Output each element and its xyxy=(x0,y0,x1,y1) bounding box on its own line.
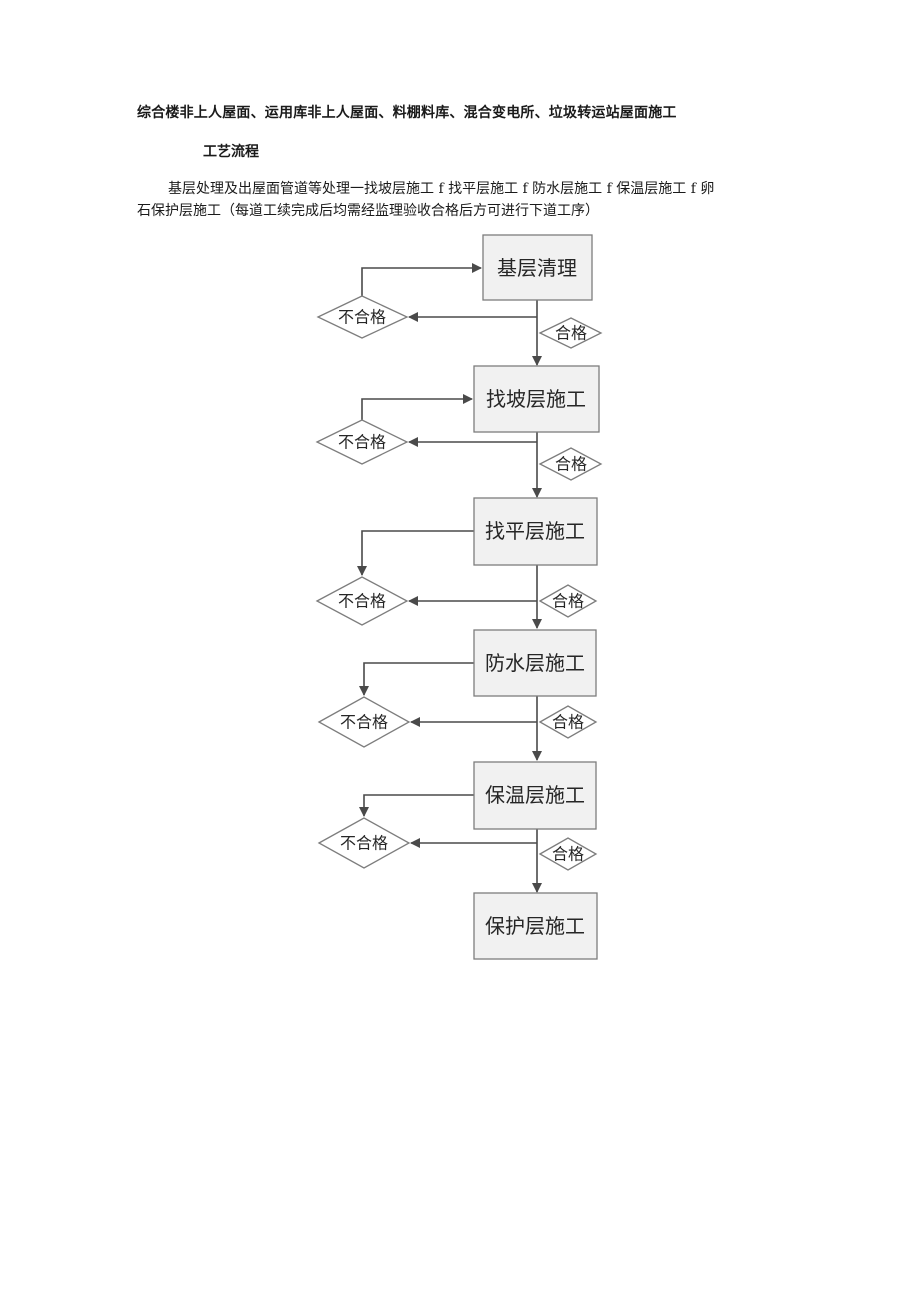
fail-branch-arrow-3a xyxy=(357,530,474,576)
fail-label: 不合格 xyxy=(340,713,388,732)
process-description-line-2: 石保护层施工（每道工续完成后均需经监理验收合格后方可进行下道工序） xyxy=(137,203,599,219)
fail-label: 不合格 xyxy=(338,433,386,452)
process-step-label: 找坡层施工 xyxy=(486,387,586,411)
process-step-3: 找平层施工 xyxy=(473,497,598,566)
flow-connectors xyxy=(357,263,542,893)
process-step-2: 找坡层施工 xyxy=(473,365,600,433)
pass-label: 合格 xyxy=(552,713,584,732)
fail-decision-3: 不合格 xyxy=(315,576,409,626)
process-step-4: 防水层施工 xyxy=(473,629,597,697)
fail-branch-arrow-5a xyxy=(359,794,474,817)
fail-label: 不合格 xyxy=(338,308,386,327)
fail-decision-2: 不合格 xyxy=(315,419,409,465)
process-step-label: 保护层施工 xyxy=(485,914,585,938)
fail-return-arrow-1 xyxy=(361,263,482,296)
fail-decision-5: 不合格 xyxy=(317,817,411,869)
pass-decision-3: 合格 xyxy=(538,584,598,618)
process-step-label: 找平层施工 xyxy=(485,519,585,543)
fail-label: 不合格 xyxy=(340,834,388,853)
section-title: 工艺流程 xyxy=(203,144,259,160)
process-step-label: 基层清理 xyxy=(497,256,577,280)
pass-decision-1: 合格 xyxy=(538,317,603,349)
pass-label: 合格 xyxy=(552,592,584,611)
pass-label: 合格 xyxy=(552,845,584,864)
process-description-line-1: 基层处理及出屋面管道等处理一找坡层施工 f 找平层施工 f 防水层施工 f 保温… xyxy=(168,181,715,197)
fail-branch-arrow-4a xyxy=(359,662,474,696)
process-step-label: 保温层施工 xyxy=(485,783,585,807)
pass-decision-2: 合格 xyxy=(538,447,603,481)
pass-decision-5: 合格 xyxy=(538,837,598,871)
process-step-6: 保护层施工 xyxy=(473,892,598,960)
process-step-1: 基层清理 xyxy=(482,234,593,301)
pass-decision-4: 合格 xyxy=(538,705,598,739)
fail-decision-4: 不合格 xyxy=(317,696,411,748)
pass-label: 合格 xyxy=(555,324,587,343)
document-heading: 综合楼非上人屋面、运用库非上人屋面、料棚料库、混合变电所、垃圾转运站屋面施工 xyxy=(137,105,677,121)
pass-label: 合格 xyxy=(555,455,587,474)
process-step-label: 防水层施工 xyxy=(485,651,585,675)
process-step-5: 保温层施工 xyxy=(473,761,597,830)
fail-label: 不合格 xyxy=(338,592,386,611)
fail-return-arrow-2 xyxy=(361,394,473,420)
fail-decision-1: 不合格 xyxy=(316,295,409,339)
